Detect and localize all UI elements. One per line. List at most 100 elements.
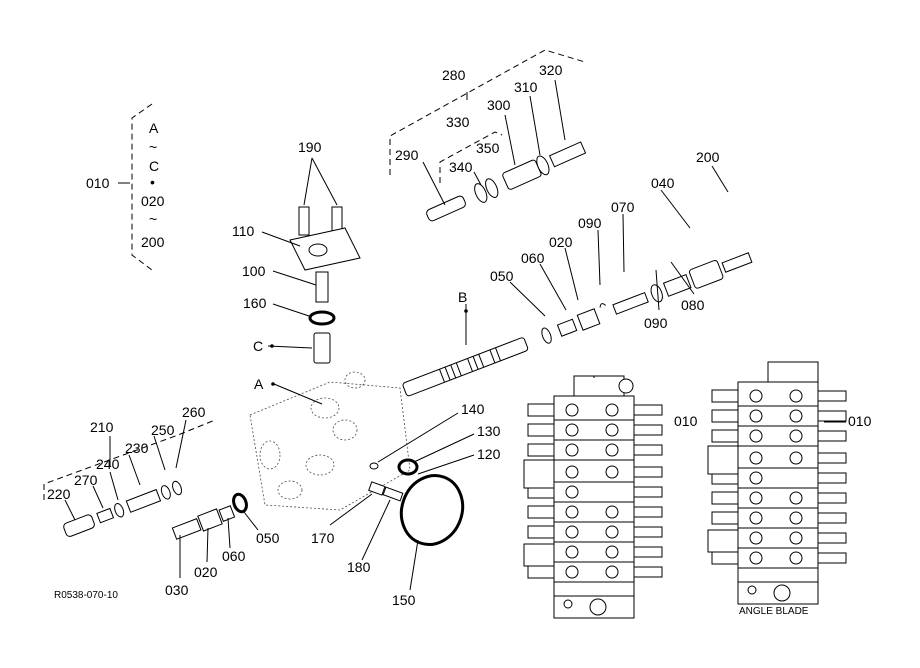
block-port-right (789, 451, 803, 465)
block-bottom-hole-large (589, 598, 607, 616)
label-060a: 060 (521, 250, 545, 266)
assembly-left-label: 010 (674, 413, 698, 429)
block-top-port (618, 378, 634, 394)
block-spool-end (817, 452, 847, 464)
block-spool-end (633, 506, 663, 518)
label-110: 110 (232, 223, 255, 239)
leader-300 (504, 114, 516, 166)
cover-port (308, 243, 328, 257)
block-lever-stub (711, 429, 739, 443)
block-spool-end (817, 390, 847, 402)
bolt-190a (298, 206, 310, 236)
block-port-left (565, 525, 579, 539)
nut-310 (536, 155, 550, 176)
seat-060b (218, 505, 236, 522)
ring-250 (160, 485, 171, 500)
block-lever-stub (527, 565, 555, 579)
legend-line-7: 200 (141, 234, 165, 250)
block-port-left (749, 491, 763, 505)
block-spool-end (633, 486, 663, 498)
legend-line-3: C (149, 158, 159, 174)
leader-060a (539, 263, 567, 311)
leader-260 (175, 419, 187, 469)
leader-230 (128, 454, 141, 486)
block-lever-stub (527, 423, 555, 437)
label-b: B (458, 289, 467, 305)
legend-bracket (131, 103, 153, 271)
leader-290 (422, 161, 446, 206)
retainer-020a (576, 308, 601, 331)
spool-end-parts: 050 060 020 030 (165, 492, 280, 598)
legend-line-1: A (149, 120, 159, 136)
label-230: 230 (125, 440, 149, 456)
nut-270 (96, 507, 115, 524)
label-340: 340 (449, 159, 473, 175)
block-port-right (605, 443, 619, 457)
leader-150 (409, 539, 419, 591)
legend-line-5: 020 (141, 193, 165, 209)
leader-060b (227, 517, 231, 549)
leader-140 (377, 412, 459, 463)
block-lever-stub (527, 443, 555, 457)
block-spool-end (633, 546, 663, 558)
label-160: 160 (243, 295, 267, 311)
block-spool-end (817, 472, 847, 484)
block-port-right (605, 545, 619, 559)
leader-180 (361, 499, 391, 561)
block-port-left (749, 451, 763, 465)
assembly-right (707, 361, 847, 605)
block-port-right (789, 511, 803, 525)
plug-300 (502, 159, 542, 190)
legend-line-2: ~ (149, 139, 157, 155)
cap-040 (688, 259, 724, 289)
figure-code: R0538-070-10 (54, 590, 118, 601)
cap-220 (63, 514, 95, 537)
label-330: 330 (446, 114, 470, 130)
block-lever-stub (711, 511, 739, 525)
stopper-080 (662, 273, 692, 297)
assembly-left (523, 375, 663, 619)
block-port-left (749, 409, 763, 423)
block-lever-stub (711, 389, 739, 403)
label-080: 080 (681, 297, 705, 313)
marker-c (270, 344, 274, 348)
leader-020a (564, 247, 579, 301)
leader-070 (622, 213, 625, 273)
stem-100 (315, 271, 329, 303)
oring-050a (541, 327, 552, 344)
leader-190b (311, 157, 338, 206)
label-050b: 050 (256, 530, 280, 546)
block-port-left (749, 471, 763, 485)
oring-160 (308, 310, 336, 326)
label-a: A (254, 376, 264, 392)
assembly-right-label: 010 (848, 413, 872, 429)
block-spool-end (817, 492, 847, 504)
block-port-left (749, 511, 763, 525)
block-side-bracket-lower (707, 529, 739, 553)
leader-310 (529, 95, 541, 156)
block-lever-stub (527, 403, 555, 417)
label-180: 180 (347, 559, 371, 575)
leader-340 (473, 171, 482, 186)
label-140: 140 (461, 401, 485, 417)
leader-100 (272, 270, 317, 286)
label-250: 250 (151, 422, 175, 438)
bolt-200 (721, 252, 753, 273)
label-120: 120 (477, 446, 501, 462)
block-port-right (789, 551, 803, 565)
leader-240 (109, 471, 119, 501)
leader-200 (711, 165, 729, 193)
seal-parts: 140 130 120 170 180 150 (311, 401, 501, 608)
legend-line-6: ~ (149, 211, 157, 227)
valve-body: A (249, 371, 411, 511)
block-lever-stub (711, 409, 739, 423)
leader-050a (509, 281, 546, 317)
label-090b: 090 (644, 315, 668, 331)
block-port-left (565, 403, 579, 417)
leader-190a (303, 157, 313, 206)
leader-050b (243, 511, 259, 531)
marker-b (464, 309, 468, 313)
label-050a: 050 (490, 268, 514, 284)
leader-220 (64, 499, 76, 521)
